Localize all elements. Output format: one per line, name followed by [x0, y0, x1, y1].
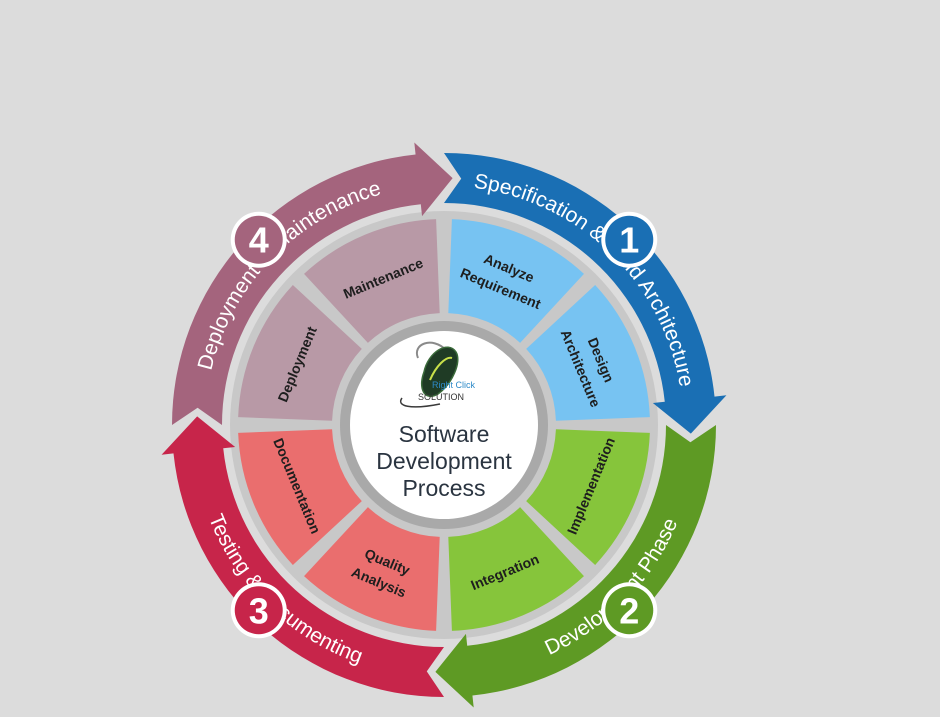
- center-disc: [350, 331, 538, 519]
- phase-3-number: 3: [249, 590, 269, 631]
- phase-segments: AnalyzeRequirementDesignArchitectureImpl…: [238, 219, 650, 631]
- logo-swoosh: [399, 397, 441, 408]
- logo-device: [420, 346, 459, 397]
- logo-line-2: SOLUTION: [418, 392, 464, 402]
- center-title-line-3: Process: [402, 475, 485, 501]
- center-title-line-2: Development: [376, 448, 512, 474]
- segment-7: [238, 285, 362, 421]
- phase-1-number: 1: [619, 220, 639, 261]
- phase-3-arc: [161, 416, 444, 697]
- segment-4: [448, 507, 584, 631]
- phase-1-arc: [444, 153, 727, 434]
- segment-6: [238, 429, 362, 565]
- phase-4-arc: [172, 142, 453, 425]
- phase-number-badges: 1 2 3 4: [230, 211, 658, 639]
- phase-4-number: 4: [249, 220, 269, 261]
- center-hub: Right Click SOLUTION Software Developmen…: [340, 321, 548, 529]
- center-title-line-1: Software: [399, 421, 490, 447]
- segment-5: [304, 507, 440, 631]
- phase-4-badge: 4: [230, 211, 287, 268]
- phase-2-arc: [435, 425, 716, 708]
- phase-2-badge: 2: [601, 582, 658, 639]
- segment-8: [304, 219, 440, 343]
- segment-2: [526, 285, 650, 421]
- logo-line-1: Right Click: [432, 380, 476, 390]
- logo-device-stripe: [429, 356, 453, 381]
- phase-2-number: 2: [619, 590, 639, 631]
- right-click-solution-logo: Right Click SOLUTION: [399, 341, 476, 408]
- segment-3: [526, 429, 650, 565]
- segment-1: [448, 219, 584, 343]
- phase-1-badge: 1: [601, 211, 658, 268]
- phase-3-badge: 3: [230, 582, 287, 639]
- logo-handle: [415, 341, 447, 359]
